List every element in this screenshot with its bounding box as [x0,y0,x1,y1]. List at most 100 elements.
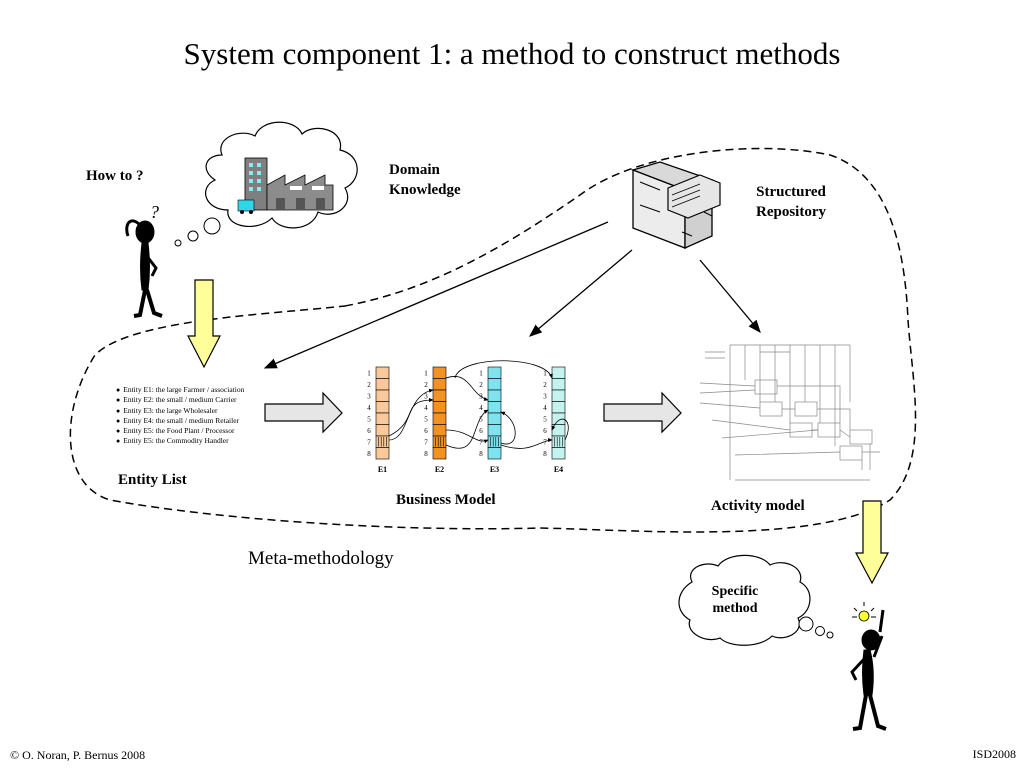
phase-cell [551,389,566,402]
business-model-label: Business Model [396,492,496,508]
phase-number: 1 [479,370,483,378]
entity-list-item: Entity E3: the large Wholesaler [116,406,244,416]
phase-number: 5 [367,416,371,424]
structured-repository-line-2: Repository [756,204,826,220]
entity-list-item: Entity E1: the large Farmer / associatio… [116,385,244,395]
phase-number: 5 [479,416,483,424]
repository-to-activity-model-arrow [699,259,761,333]
phase-number: 6 [479,427,483,435]
specific-method-line-1: Specific [711,584,759,599]
copyright-footer: © O. Noran, P. Bernus 2008 [10,748,146,762]
phase-number: 7 [367,439,371,447]
specific-method-cloud [678,554,834,646]
phase-number: 2 [367,381,371,389]
entity-column-label: E3 [490,465,499,474]
phase-number: 1 [424,370,428,378]
activity-model-label: Activity model [711,498,805,514]
phase-number: 3 [424,393,428,401]
interaction-curve [445,376,489,401]
phase-cell [432,412,447,425]
phase-cell [432,424,447,437]
structured-repository-label: Structured Repository [745,182,837,222]
entity-list-item: Entity E4: the small / medium Retailer [116,416,244,426]
interaction-curve [445,409,489,449]
phase-cell [487,424,502,437]
filing-cabinet-icon [630,161,721,250]
interaction-curve [445,429,489,444]
phase-cell [432,378,447,391]
phase-number: 5 [543,416,547,424]
output-down-arrow [855,500,889,585]
interaction-curve [500,411,516,445]
phase-cell [375,378,390,391]
entity-list-item: Entity E5: the Commodity Handler [116,436,244,446]
phase-number: 8 [367,450,371,458]
phase-cell [375,424,390,437]
phase-cell [375,389,390,402]
phase-cell [487,412,502,425]
phase-cell [375,447,390,460]
thinking-person-icon: ? [125,202,163,318]
structured-repository-line-1: Structured [756,184,826,200]
phase-cell [551,366,566,379]
phase-cell [551,435,566,448]
phase-number: 6 [543,427,547,435]
phase-number: 7 [543,439,547,447]
phase-cell [551,378,566,391]
input-down-arrow [187,279,221,369]
phase-number: 4 [479,404,483,412]
interaction-curve [500,438,553,449]
domain-knowledge-line-2: Knowledge [389,182,461,198]
phase-number: 6 [424,427,428,435]
repository-to-entity-list-arrow [263,221,609,369]
phase-cell [487,401,502,414]
phase-number: 3 [367,393,371,401]
phase-cell [375,366,390,379]
domain-knowledge-label: Domain Knowledge [389,160,461,200]
specific-method-label: Specific method [698,583,772,617]
phase-number: 3 [543,393,547,401]
phase-number: 6 [367,427,371,435]
phase-number: 4 [424,404,428,412]
interaction-curve [388,398,434,437]
phase-number: 1 [543,370,547,378]
phase-number: 4 [367,404,371,412]
phase-number: 7 [424,439,428,447]
meta-methodology-label: Meta-methodology [248,548,394,569]
phase-cell [375,412,390,425]
entity-to-business-arrow [264,391,343,434]
svg-text:?: ? [150,202,159,222]
phase-number: 1 [367,370,371,378]
entity-list-label: Entity List [118,472,187,488]
phase-cell [375,401,390,414]
conference-footer: ISD2008 [972,747,1016,761]
phase-cell [432,366,447,379]
phase-cell [487,378,502,391]
interaction-curve [454,360,553,379]
entity-list: Entity E1: the large Farmer / associatio… [116,385,244,447]
phase-cell [487,366,502,379]
phase-cell [551,401,566,414]
meta-methodology-boundary [69,147,917,533]
phase-cell [487,389,502,402]
phase-number: 8 [479,450,483,458]
phase-number: 7 [479,439,483,447]
phase-number: 8 [424,450,428,458]
how-to-label: How to ? [86,168,144,184]
activity-model-diagram [699,344,880,481]
entity-list-item: Entity E5: the Food Plant / Processor [116,426,244,436]
entity-list-item: Entity E2: the small / medium Carrier [116,395,244,405]
phase-cell [551,447,566,460]
phase-cell [432,401,447,414]
specific-method-line-2: method [712,601,758,616]
phase-number: 2 [479,381,483,389]
business-to-activity-arrow [603,391,682,434]
entity-column-label: E2 [435,465,444,474]
phase-cell [487,447,502,460]
factory-icon [237,157,334,214]
phase-cell [432,389,447,402]
repository-to-business-model-arrow [529,249,633,337]
entity-column-label: E1 [378,465,387,474]
